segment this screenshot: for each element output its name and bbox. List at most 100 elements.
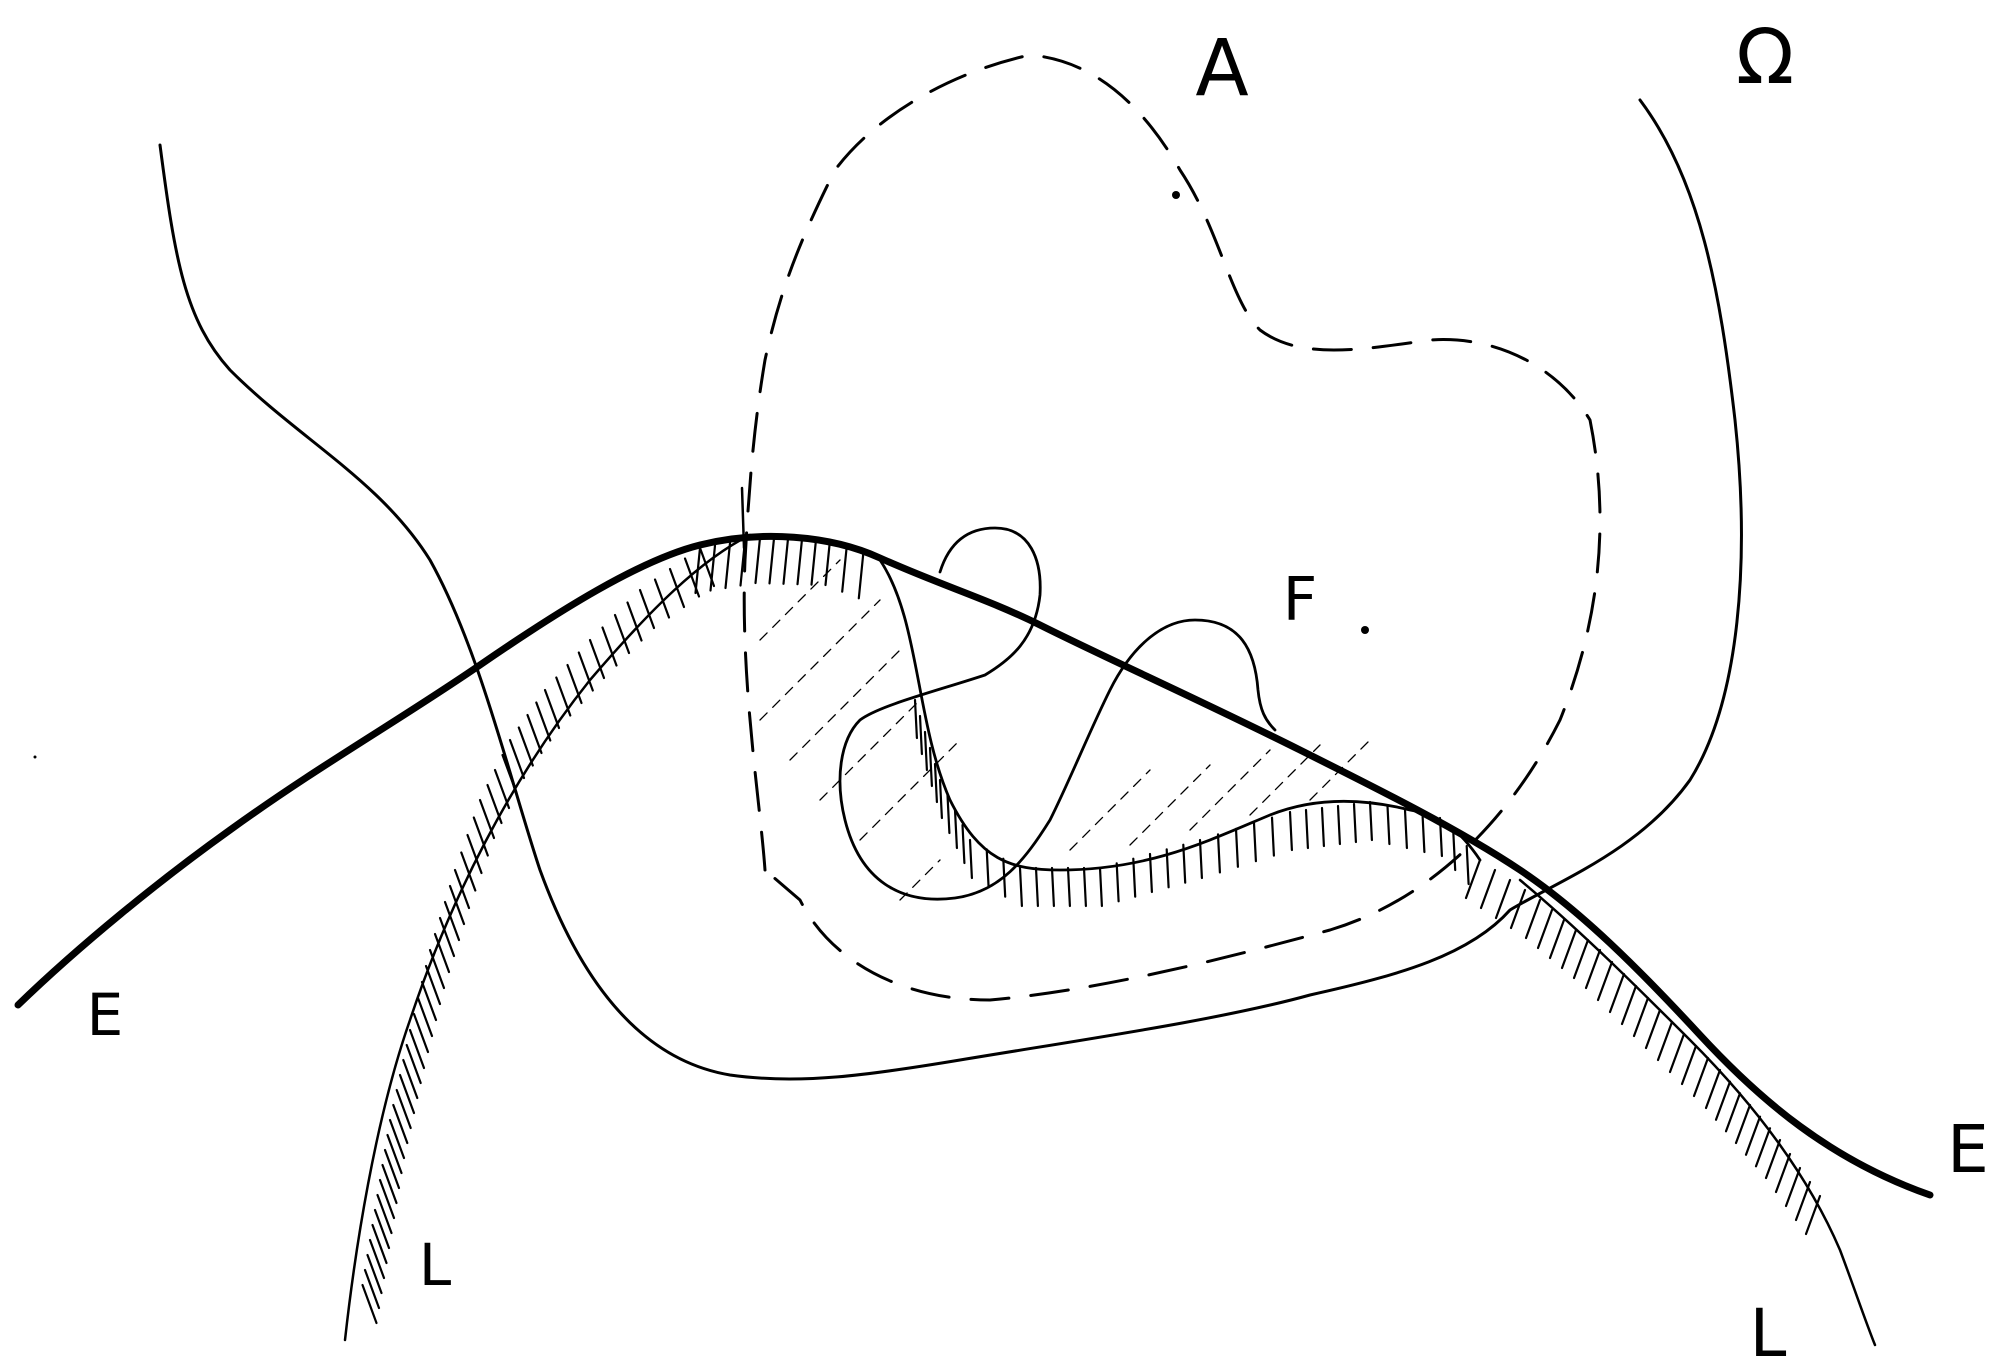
hatch-stroke: [388, 1135, 402, 1173]
hatch-stroke: [920, 716, 922, 754]
point-f-dot: [1361, 626, 1369, 634]
label-l-right: L: [1750, 1295, 1787, 1372]
hatch-stroke: [1218, 834, 1220, 872]
hatch-stroke: [370, 1240, 384, 1278]
hatch-stroke: [940, 780, 942, 818]
hatch-stroke: [1272, 818, 1274, 856]
stray-dot: [34, 756, 37, 759]
hatch-stroke: [1562, 930, 1576, 968]
hatch-stroke: [963, 825, 965, 863]
hatch-stroke: [1706, 1070, 1720, 1108]
hatch-stroke: [1388, 806, 1390, 844]
hatch-stroke: [1538, 910, 1552, 948]
hatch-stroke: [930, 748, 932, 786]
hatch-stroke: [1586, 950, 1600, 988]
lobe-curve: [840, 528, 1275, 899]
hatch-stroke: [1682, 1046, 1696, 1084]
hatch-stroke: [1200, 840, 1202, 878]
curve-l-left: [345, 535, 750, 1340]
hatch-stroke: [770, 538, 775, 583]
hatch-stroke: [798, 539, 803, 584]
hatch-stroke: [1370, 802, 1372, 840]
hatch-stroke: [1100, 868, 1102, 906]
hatch-stroke: [1746, 1117, 1760, 1155]
inner-wavy-curve: [880, 560, 1480, 870]
shade-stroke: [760, 600, 880, 720]
hatch-stroke: [1133, 859, 1135, 897]
hatch-stroke: [383, 1165, 397, 1203]
hatch-stroke: [603, 628, 617, 666]
hatch-stroke: [1670, 1034, 1684, 1072]
hatch-stroke: [1694, 1058, 1708, 1096]
shade-stroke: [1130, 765, 1210, 845]
hatch-stroke: [1254, 823, 1256, 861]
hatch-stroke: [1658, 1022, 1672, 1060]
hatch-stroke: [380, 1180, 394, 1218]
hatch-stroke: [1610, 974, 1624, 1012]
hatch-stroke: [1716, 1082, 1730, 1120]
shade-stroke: [1190, 750, 1270, 830]
label-f: F: [1283, 565, 1318, 635]
hatch-stroke: [1338, 806, 1340, 844]
hatch-stroke: [1550, 920, 1564, 958]
label-e-left: E: [87, 981, 124, 1049]
hatch-stroke: [480, 800, 494, 838]
hatch-stroke: [935, 764, 937, 802]
hatch-stroke: [1726, 1093, 1740, 1131]
hatch-stroke: [784, 539, 789, 584]
set-a-boundary-dashed: [744, 55, 1600, 1000]
hatch-stroke: [373, 1225, 387, 1263]
hatch-stroke: [1052, 868, 1054, 906]
hatch-stroke: [1467, 846, 1469, 884]
shade-stroke: [1070, 770, 1150, 850]
hatch-stroke: [1736, 1105, 1750, 1143]
hatch-stroke: [987, 849, 989, 887]
hatch-stroke: [1481, 870, 1495, 908]
hatch-stroke: [812, 540, 817, 585]
hatch-stroke: [1622, 986, 1636, 1024]
hatch-stroke: [1084, 868, 1086, 906]
hatch-stroke: [385, 1150, 399, 1188]
hatch-stroke: [925, 732, 927, 770]
curve-e: [18, 536, 1930, 1195]
hatch-stroke: [1766, 1140, 1780, 1178]
shade-stroke: [760, 560, 840, 640]
label-omega: Ω: [1736, 12, 1794, 101]
hatch-stroke: [1776, 1154, 1790, 1192]
hatch-stroke: [1354, 804, 1356, 842]
hatch-stroke: [363, 1285, 377, 1323]
hatch-stroke: [1453, 832, 1455, 870]
hatch-stroke: [955, 810, 957, 848]
hatch-stroke: [378, 1195, 392, 1233]
hatch-stroke: [915, 700, 917, 738]
hatch-stroke: [568, 665, 582, 703]
hatch-stroke: [1806, 1196, 1820, 1234]
hatch-stroke: [365, 1270, 379, 1308]
label-e-right: E: [1947, 1111, 1989, 1188]
hatch-stroke: [1634, 998, 1648, 1036]
hatch-stroke: [519, 728, 533, 766]
hatch-stroke: [1117, 863, 1119, 901]
hatch-stroke: [1306, 810, 1308, 848]
hatch-stroke: [375, 1210, 389, 1248]
hatch-stroke: [826, 540, 831, 585]
label-a: A: [1195, 24, 1248, 114]
hatch-stroke: [1526, 900, 1540, 938]
hatch-stroke: [970, 840, 972, 878]
hatch-stroke: [756, 538, 761, 583]
hatch-stroke: [1036, 868, 1038, 906]
hatch-stroke: [1290, 812, 1292, 850]
hatch-stroke: [368, 1255, 382, 1293]
hatch-stroke: [1068, 868, 1070, 906]
curve-l-right: [1520, 880, 1875, 1345]
point-a-dot: [1172, 191, 1180, 199]
hatch-stroke: [1405, 810, 1407, 848]
hatch-stroke: [1574, 940, 1588, 978]
hatch-stroke: [1756, 1128, 1770, 1166]
hatch-stroke: [1598, 962, 1612, 1000]
hatch-stroke: [842, 547, 847, 592]
hatch-stroke: [1020, 868, 1022, 906]
hatch-stroke: [1646, 1010, 1660, 1048]
hatch-stroke: [1236, 829, 1238, 867]
